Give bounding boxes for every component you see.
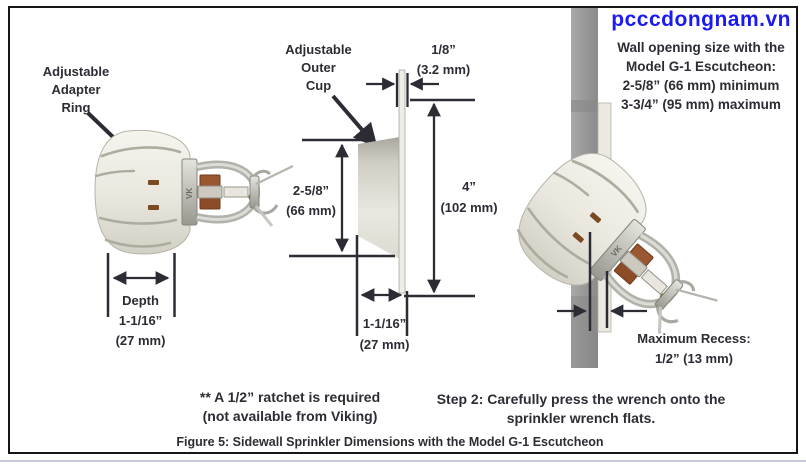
- flange-thickness-label: 1/8” (3.2 mm): [401, 40, 486, 80]
- step2-note-line: sprinkler wrench flats.: [506, 410, 656, 426]
- cup-diameter-line: (66 mm): [286, 203, 336, 218]
- depth-line: 1-1/16”: [118, 313, 163, 328]
- right-diagram: [500, 8, 742, 370]
- flange-diameter-label: 4” (102 mm): [427, 176, 511, 218]
- watermark-link: pcccdongnam.vn: [611, 8, 791, 31]
- cup-depth-label: 1-1/16” (27 mm): [336, 313, 433, 355]
- adapter-ring-label-line: Adapter: [51, 82, 101, 97]
- wall-shading: [571, 296, 598, 368]
- cup-depth-line: 1-1/16”: [362, 316, 407, 331]
- ratchet-note-line: (not available from Viking): [202, 408, 378, 424]
- wall-opening-note: Wall opening size with the Model G-1 Esc…: [604, 38, 798, 114]
- wall-opening-line: 3-3/4” (95 mm) maximum: [621, 97, 781, 112]
- ratchet-note-line: ** A 1/2” ratchet is required: [199, 389, 381, 405]
- wall-opening-line: 2-5/8” (66 mm) minimum: [622, 78, 780, 93]
- outer-cup-profile: [358, 137, 400, 259]
- thickness-dimension: [366, 73, 439, 107]
- flange-thickness-line: 1/8”: [431, 42, 456, 57]
- flange-diameter-line: 4”: [462, 179, 476, 194]
- outer-cup-label-line: Cup: [305, 78, 332, 93]
- maximum-recess-label: Maximum Recess: 1/2” (13 mm): [608, 329, 780, 369]
- figure-caption: Figure 5: Sidewall Sprinkler Dimensions …: [176, 435, 604, 449]
- wall-opening-line: Model G-1 Escutcheon:: [625, 59, 777, 74]
- outer-cup-label: Adjustable Outer Cup: [271, 41, 366, 95]
- cup-diameter-label: 2-5/8” (66 mm): [262, 181, 360, 221]
- outer-cup-label-line: Adjustable: [285, 42, 352, 57]
- middle-diagram: [289, 69, 475, 336]
- escutcheon-flange-profile: [398, 69, 406, 294]
- outer-cup-label-line: Outer: [301, 60, 336, 75]
- recess-dimension: [557, 232, 647, 331]
- flange-height-dimension: [404, 98, 475, 298]
- maximum-recess-line: 1/2” (13 mm): [654, 351, 734, 366]
- adapter-ring-label-line: Ring: [61, 100, 91, 115]
- depth-dimension: [106, 253, 176, 317]
- step2-note: Step 2: Carefully press the wrench onto …: [425, 390, 737, 428]
- cup-diameter-line: 2-5/8”: [292, 183, 330, 198]
- wall-shading: [571, 100, 598, 112]
- cup-depth-line: (27 mm): [359, 337, 410, 352]
- step2-note-line: Step 2: Carefully press the wrench onto …: [436, 391, 726, 407]
- wall-opening-line: Wall opening size with the: [617, 40, 785, 55]
- outer-cup-callout-arrow: [331, 94, 378, 148]
- cup-diameter-dimension: [289, 138, 395, 258]
- depth-line: Depth: [122, 293, 159, 308]
- depth-line: (27 mm): [115, 333, 166, 348]
- ratchet-note: ** A 1/2” ratchet is required (not avail…: [163, 388, 417, 426]
- flange-diameter-line: (102 mm): [440, 200, 498, 215]
- maximum-recess-line: Maximum Recess:: [637, 331, 751, 346]
- cup-depth-dimension: [355, 235, 409, 336]
- page-rule-line: [0, 460, 806, 462]
- left-diagram: [86, 111, 293, 317]
- flange-thickness-line: (3.2 mm): [416, 62, 471, 77]
- adapter-ring-label: Adjustable Adapter Ring: [22, 63, 130, 117]
- adapter-ring-label-line: Adjustable: [42, 64, 110, 79]
- depth-dimension-label: Depth 1-1/16” (27 mm): [88, 291, 193, 351]
